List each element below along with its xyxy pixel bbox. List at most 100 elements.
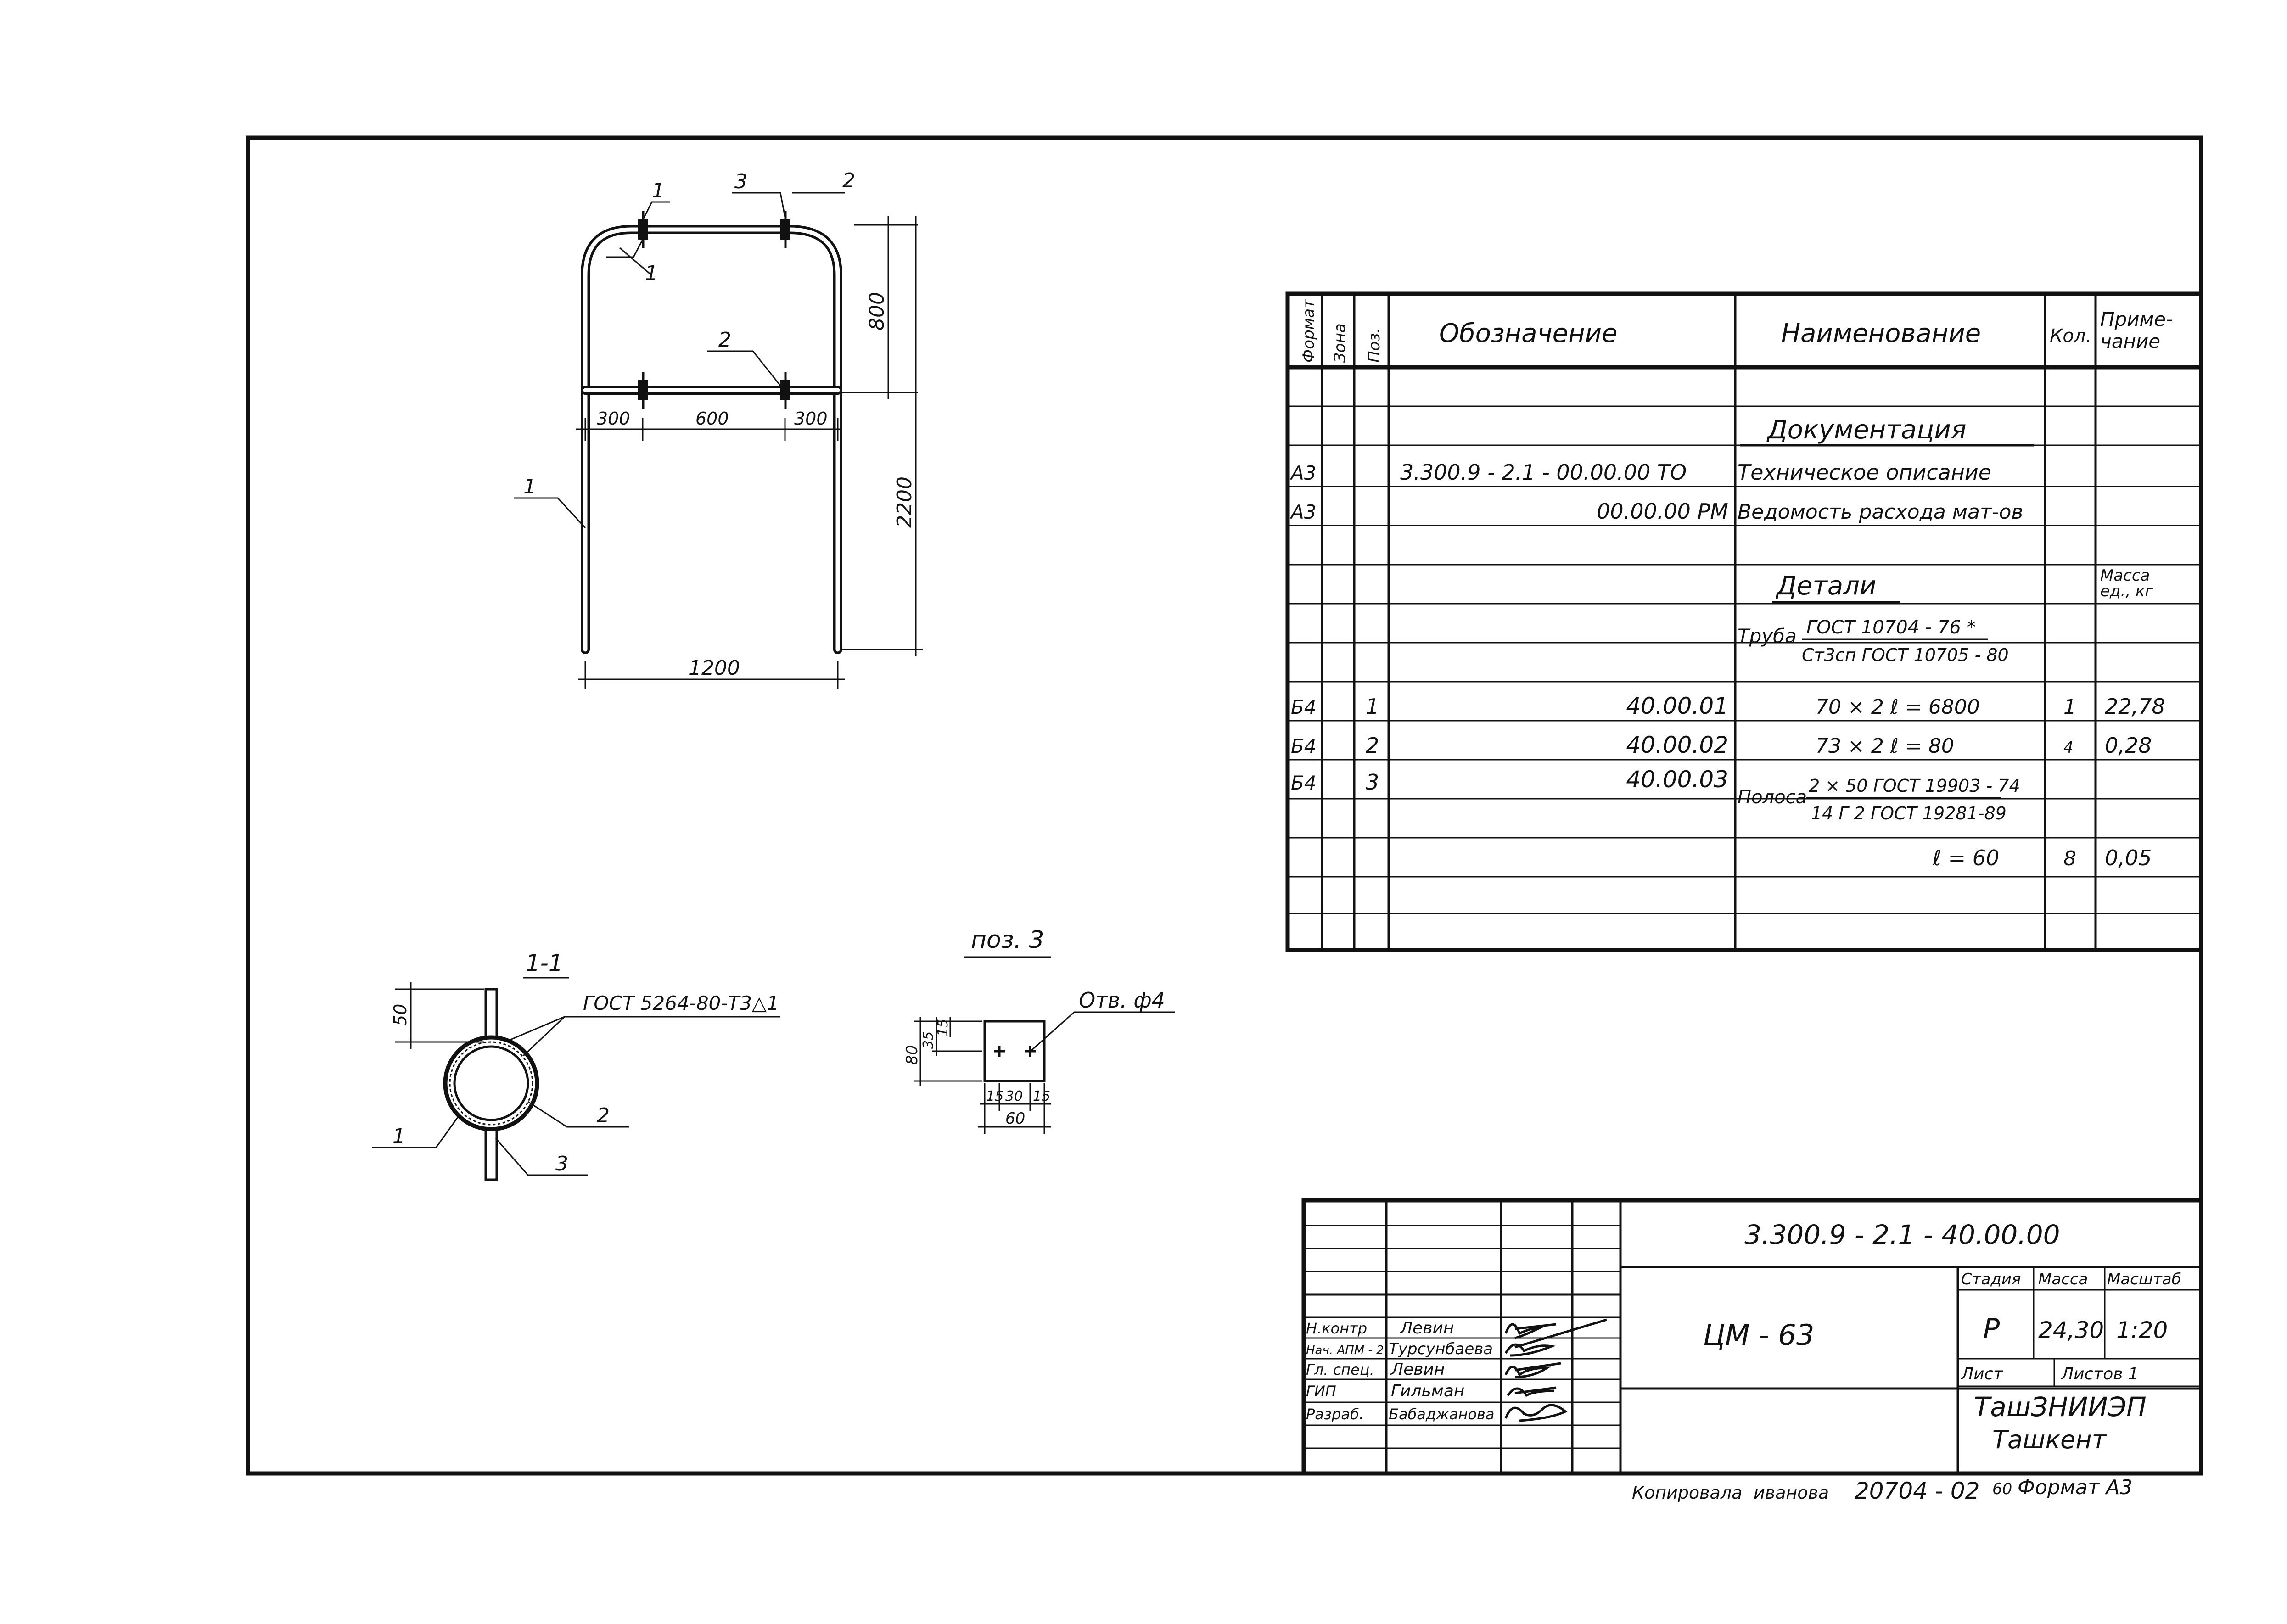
strip-length: ℓ = 60 (1932, 846, 1999, 870)
clamp-mid-left (638, 372, 648, 409)
section-title: 1-1 (526, 950, 563, 976)
pos3-dim-15a: 15 (986, 1088, 1003, 1104)
detail-row-1-mass: 22,78 (2105, 694, 2165, 719)
copied-by-name: иванова (1754, 1483, 1829, 1503)
sheet-header: Лист (1960, 1365, 2003, 1383)
pipe-frame-outline (581, 225, 842, 654)
frame-pos-3: 3 (734, 170, 747, 193)
pipe-label: Труба (1738, 625, 1797, 647)
doc-row-2-name: Ведомость расхода мат-ов (1738, 500, 2023, 524)
section-pipe-inner (453, 1045, 529, 1121)
pos3-dim-30: 30 (1005, 1088, 1023, 1104)
strip-mass: 0,05 (2105, 846, 2152, 870)
header-pos: Поз. (1365, 328, 1384, 363)
scale-header: Масштаб (2107, 1270, 2181, 1288)
signatures (1504, 1318, 1607, 1422)
sheet-footer: Копировала иванова 20704 - 02 60 Формат … (1632, 1476, 2133, 1504)
strip-steel: 14 Г 2 ГОСТ 19281-89 (1811, 803, 2007, 823)
scale-value: 1:20 (2116, 1317, 2168, 1344)
detail-row-1-format: Б4 (1291, 696, 1317, 718)
format-prefix: 60 (1992, 1480, 2012, 1498)
header-zone: Зона (1331, 323, 1349, 363)
clamp-top-left (638, 211, 648, 248)
detail-row-3-format: Б4 (1291, 772, 1317, 794)
header-qty: Кол. (2050, 325, 2091, 347)
specification-table: Формат Зона Поз. Обозначение Наименовани… (1285, 291, 2203, 952)
weld-note: ГОСТ 5264-80-Т3△1 (583, 992, 779, 1014)
dim-2200: 2200 (893, 476, 916, 528)
frame-elevation: 1 1 3 2 2 1 800 2200 300 600 300 1200 (514, 169, 923, 689)
doc-row-1-designation: 3.300.9 - 2.1 - 00.00.00 ТО (1400, 460, 1687, 485)
role-4-name: Гильман (1391, 1382, 1464, 1400)
pos3-dim-35: 35 (920, 1031, 936, 1049)
pos3-hole-right (1025, 1046, 1036, 1057)
section-pos-2: 2 (597, 1104, 610, 1127)
frame-dimension-lines (576, 216, 923, 689)
mass-header-tb: Масса (2038, 1270, 2088, 1288)
dim-300-left: 300 (597, 409, 630, 429)
role-5: Разраб. (1306, 1406, 1364, 1423)
detail-row-1-pos: 1 (1366, 694, 1379, 719)
pos3-dim-80: 80 (903, 1045, 921, 1065)
section-documentation: Документация (1766, 415, 1966, 445)
header-name: Наименование (1781, 319, 1981, 348)
drawing-code: 3.300.9 - 2.1 - 40.00.00 (1744, 1219, 2060, 1250)
detail-row-1-name: 70 × 2 ℓ = 6800 (1816, 695, 1980, 719)
section-pos-3: 3 (555, 1152, 568, 1176)
pos3-title: поз. 3 (971, 926, 1044, 954)
pos3-detail: поз. 3 Отв. ф4 80 35 15 15 30 15 60 (903, 926, 1175, 1134)
role-2: Нач. АПМ - 2 (1306, 1344, 1384, 1357)
dim-800: 800 (865, 292, 889, 330)
header-note: Приме-чание (2100, 308, 2173, 353)
pos3-dim-15v: 15 (935, 1019, 951, 1036)
copied-by-label: Копировала (1632, 1483, 1742, 1503)
pos3-hole-note: Отв. ф4 (1079, 988, 1165, 1013)
pipe-steel: Ст3сп ГОСТ 10705 - 80 (1802, 645, 2009, 665)
detail-row-1-qty: 1 (2063, 695, 2076, 719)
stage-value: Р (1983, 1313, 2000, 1345)
frame-pos-1a: 1 (652, 179, 665, 202)
format-label: Формат А3 (2018, 1476, 2133, 1499)
dim-600: 600 (695, 409, 729, 429)
section-1-1: 1-1 50 ГОСТ 5264-80-Т3△1 1 2 3 (372, 950, 780, 1181)
detail-row-2-qty: 4 (2063, 739, 2074, 757)
clamp-mid-right (780, 372, 790, 409)
pipe-frame-inner (583, 227, 840, 652)
detail-row-1-designation: 40.00.01 (1626, 693, 1728, 719)
archive-number: 20704 - 02 (1855, 1478, 1980, 1504)
frame-pos-1b: 1 (645, 262, 658, 285)
doc-row-1-format: А3 (1289, 462, 1316, 484)
organization-city: Ташкент (1992, 1425, 2107, 1454)
detail-row-3-designation: 40.00.03 (1626, 766, 1728, 793)
dim-300-right: 300 (794, 409, 828, 429)
detail-row-2-mass: 0,28 (2105, 733, 2152, 758)
doc-row-2-designation: 00.00.00 РМ (1597, 499, 1728, 524)
pos3-hole-left (994, 1046, 1005, 1057)
detail-row-2-format: Б4 (1291, 735, 1317, 757)
role-1: Н.контр (1306, 1320, 1367, 1337)
role-4: ГИП (1306, 1383, 1336, 1400)
sheets-header: Листов 1 (2060, 1365, 2139, 1383)
detail-row-3-pos: 3 (1366, 770, 1379, 795)
role-1-name: Левин (1399, 1319, 1454, 1338)
strip-standard: 2 × 50 ГОСТ 19903 - 74 (1809, 776, 2020, 796)
section-pipe-wall (449, 1041, 533, 1126)
stage-header: Стадия (1961, 1270, 2021, 1288)
organization-name: ТашЗНИИЭП (1974, 1391, 2147, 1422)
detail-row-2-pos: 2 (1366, 733, 1379, 758)
role-2-name: Турсунбаева (1389, 1340, 1493, 1358)
header-designation: Обозначение (1439, 319, 1618, 348)
drawing-mark: ЦМ - 63 (1703, 1318, 1814, 1352)
strip-qty: 8 (2063, 847, 2076, 870)
role-3: Гл. спец. (1306, 1361, 1374, 1378)
section-pos-1: 1 (392, 1125, 405, 1148)
header-format: Формат (1300, 299, 1318, 363)
frame-pos-1c: 1 (523, 475, 536, 498)
detail-row-2-designation: 40.00.02 (1626, 732, 1728, 758)
role-3-name: Левин (1390, 1360, 1445, 1379)
doc-row-1-name: Техническое описание (1738, 460, 1991, 485)
detail-row-2-name: 73 × 2 ℓ = 80 (1816, 734, 1954, 758)
pos3-dim-60: 60 (1005, 1109, 1025, 1128)
